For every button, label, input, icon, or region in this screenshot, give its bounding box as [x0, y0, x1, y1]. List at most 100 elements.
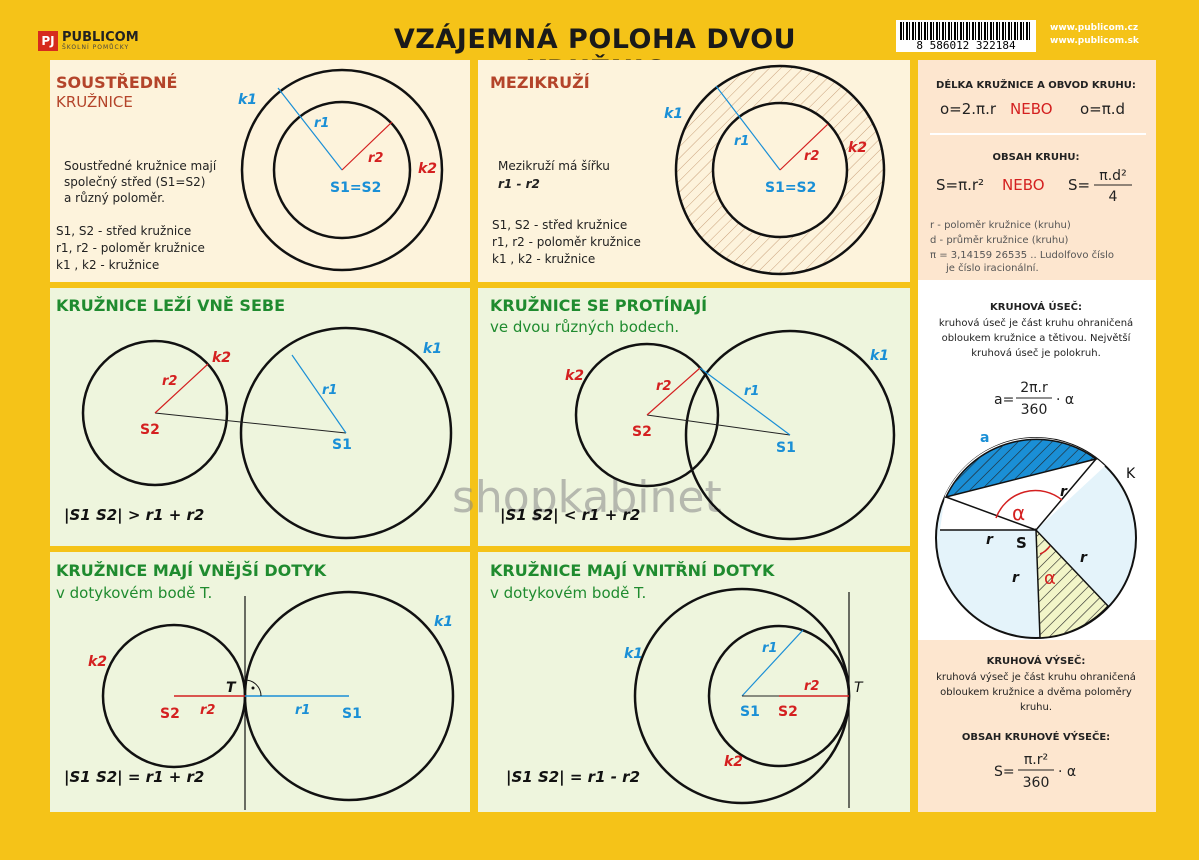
vnitrni-subtitle: v dotykovém bodě T.	[490, 584, 646, 602]
protinaji-subtitle: ve dvou různých bodech.	[490, 318, 679, 336]
vne-formula: |S1 S2| > r1 + r2	[64, 506, 204, 525]
mezikruzi-r2-label: r2	[804, 149, 819, 164]
fig-r-label3: r	[1080, 550, 1088, 566]
fig-r-label4: r	[1012, 570, 1020, 586]
vnitrni-k2-label: k2	[724, 754, 743, 770]
vnitrni-formula: |S1 S2| = r1 - r2	[506, 768, 640, 787]
panel-vnejsi	[50, 552, 470, 812]
vnitrni-k1-label: k1	[624, 646, 643, 662]
fig-alpha-label1: α	[1012, 501, 1025, 525]
vne-s2-label: S2	[140, 422, 160, 438]
vysec-angle-arc	[1039, 545, 1051, 555]
vysec-f-right: · α	[1058, 764, 1076, 780]
vne-k1-label: k1	[423, 341, 442, 357]
usec-f-num: 2π.r	[1020, 380, 1048, 396]
soustredne-leg1: S1, S2 - střed kružnice	[56, 224, 191, 238]
vne-k2-label: k2	[212, 350, 231, 366]
obsah-f2-left: S=	[1068, 176, 1090, 194]
vysec-text2: obloukem kružnice a dvěma poloměry	[940, 686, 1132, 698]
obsah-title: OBSAH KRUHU:	[993, 152, 1080, 163]
obsah-f2-den: 4	[1109, 189, 1118, 205]
vnejsi-right-angle-dot	[251, 686, 255, 690]
url-sk: www.publicom.sk	[1050, 36, 1139, 46]
vnitrni-t-label: T	[854, 680, 864, 696]
soustredne-leg3: k1 , k2 - kružnice	[56, 258, 159, 272]
barcode-bars-icon	[900, 22, 1032, 40]
delka-formula1: o=2.π.r	[940, 100, 997, 118]
panel-protinaji	[478, 288, 910, 546]
vne-k2-circle	[81, 339, 229, 487]
usec-angle-arc	[995, 489, 1063, 519]
vnejsi-k2-label: k2	[88, 654, 107, 670]
mezikruzi-k1-label: k1	[664, 106, 683, 122]
mezikruzi-desc1: Mezikruží má šířku	[498, 159, 610, 173]
right-box-formulas	[918, 60, 1156, 280]
protinaji-k1-circle	[684, 329, 896, 541]
usec-f-right: · α	[1056, 392, 1074, 408]
panel-vne	[50, 288, 470, 546]
vne-s1-label: S1	[332, 437, 352, 453]
delka-title: DÉLKA KRUŽNICE A OBVOD KRUHU:	[936, 78, 1136, 91]
soustredne-r1-line	[277, 87, 343, 171]
protinaji-s2-label: S2	[632, 424, 652, 440]
mezikruzi-k2-circle	[711, 101, 849, 239]
soustredne-desc3: a různý poloměr.	[64, 191, 165, 205]
barcode-number: 8 586012 322184	[916, 39, 1016, 52]
protinaji-r2-line	[646, 367, 701, 416]
url-cz: www.publicom.cz	[1050, 23, 1139, 33]
mezikruzi-leg1: S1, S2 - střed kružnice	[492, 218, 627, 232]
usec-f-left: a=	[994, 392, 1014, 408]
mezikruzi-r1-label: r1	[734, 134, 749, 149]
protinaji-s1-label: S1	[776, 440, 796, 456]
soustredne-k2-circle	[272, 100, 412, 240]
protinaji-r1-line	[699, 367, 791, 436]
vne-r2-label: r2	[162, 374, 177, 389]
vnejsi-r2-label: r2	[200, 703, 215, 718]
right-box-vysec	[918, 640, 1156, 812]
mezikruzi-leg2: r1, r2 - poloměr kružnice	[492, 235, 641, 249]
fig-k-label: K	[1126, 466, 1136, 482]
vnejsi-title: KRUŽNICE MAJÍ VNĚJŠÍ DOTYK	[56, 561, 327, 580]
soustredne-title2: KRUŽNICE	[56, 92, 133, 111]
protinaji-formula: |S1 S2| < r1 + r2	[500, 506, 640, 525]
usec-title: KRUHOVÁ ÚSEČ:	[990, 300, 1082, 313]
vysec-f-num: π.r²	[1024, 752, 1048, 768]
mezikruzi-center-label: S1=S2	[765, 180, 816, 196]
vne-center-line	[154, 412, 347, 434]
soustredne-leg2: r1, r2 - poloměr kružnice	[56, 241, 205, 255]
vnejsi-formula: |S1 S2| = r1 + r2	[64, 768, 204, 787]
vysec-title: KRUHOVÁ VÝSEČ:	[987, 654, 1086, 667]
soustredne-r1-label: r1	[314, 116, 329, 131]
fig-s-label: S	[1016, 534, 1027, 552]
vne-title: KRUŽNICE LEŽÍ VNĚ SEBE	[56, 296, 285, 315]
vysec-f-den: 360	[1023, 775, 1050, 791]
publisher-urls: www.publicom.cz www.publicom.sk	[1050, 22, 1139, 48]
protinaji-k2-circle	[574, 342, 720, 488]
watermark-part-b: kabinet	[557, 472, 722, 523]
usec-f-den: 360	[1021, 402, 1048, 418]
mezikruzi-leg3: k1 , k2 - kružnice	[492, 252, 595, 266]
delka-formula2: o=π.d	[1080, 100, 1125, 118]
vne-r1-label: r1	[322, 383, 337, 398]
vnitrni-r1-line	[741, 629, 804, 697]
mezikruzi-r1-line	[715, 85, 781, 171]
soustredne-r2-line	[341, 121, 393, 171]
legend-d: d - průměr kružnice (kruhu)	[930, 234, 1069, 246]
obsah-nebo: NEBO	[1002, 176, 1045, 194]
usec-radius2	[1035, 458, 1097, 531]
vnitrni-s2-label: S2	[778, 704, 798, 720]
vnitrni-s1-label: S1	[740, 704, 760, 720]
soustredne-title1: SOUSTŘEDNÉ	[56, 73, 177, 92]
vnitrni-title: KRUŽNICE MAJÍ VNITŘNÍ DOTYK	[490, 561, 775, 580]
vnejsi-k1-label: k1	[434, 614, 453, 630]
soustredne-center-label: S1=S2	[330, 180, 381, 196]
publisher-logo: PJ PUBLICOM ŠKOLNÍ POMŮCKY	[38, 30, 139, 52]
vne-r2-line	[154, 363, 209, 414]
usec-text2: obloukem kružnice a tětivou. Největší	[942, 332, 1132, 344]
obsah-formula1: S=π.r²	[936, 176, 984, 194]
legend-pi2: je číslo iracionální.	[945, 262, 1039, 274]
fig-r-label1: r	[1060, 484, 1068, 500]
vnejsi-s2-label: S2	[160, 706, 180, 722]
delka-nebo: NEBO	[1010, 100, 1053, 118]
